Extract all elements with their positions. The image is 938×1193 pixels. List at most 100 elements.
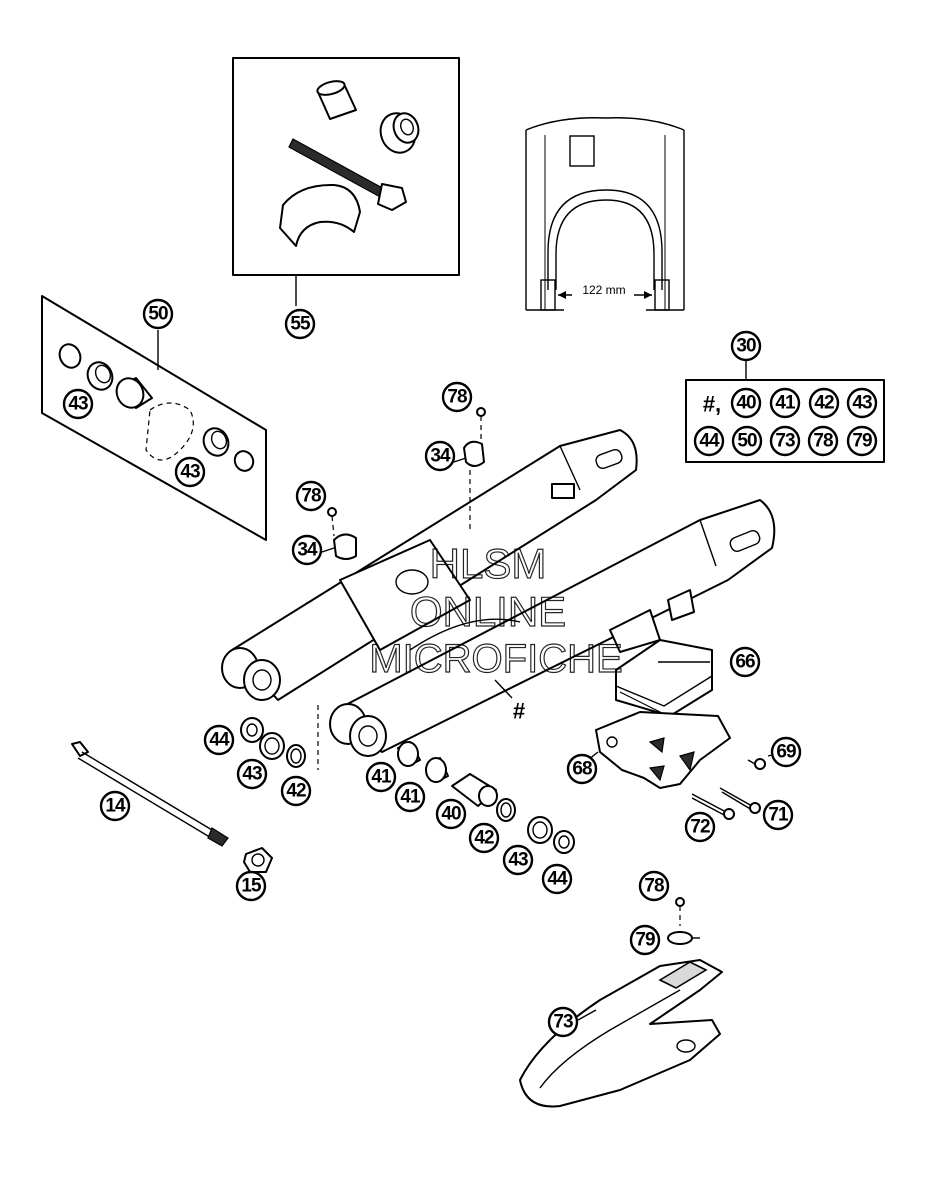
hash-marker: # bbox=[513, 699, 525, 724]
callout-78-lower[interactable]: 78 bbox=[638, 870, 670, 902]
svg-text:41: 41 bbox=[400, 787, 421, 808]
svg-text:42: 42 bbox=[814, 393, 834, 414]
callout-79[interactable]: 79 bbox=[629, 924, 661, 956]
svg-text:78: 78 bbox=[813, 431, 833, 452]
svg-text:79: 79 bbox=[635, 930, 655, 951]
callout-43-box-lower[interactable]: 43 bbox=[174, 456, 206, 488]
chain-slider bbox=[519, 897, 723, 1108]
callout-44-right[interactable]: 44 bbox=[541, 863, 573, 895]
svg-text:72: 72 bbox=[690, 817, 710, 838]
kit-item-50: 50 bbox=[731, 425, 763, 457]
kit-item-42: 42 bbox=[808, 387, 840, 419]
kit-item-44: 44 bbox=[693, 425, 725, 457]
svg-text:69: 69 bbox=[776, 742, 796, 763]
callout-42-left[interactable]: 42 bbox=[280, 775, 312, 807]
axle-nut bbox=[243, 847, 273, 873]
kit-item-79: 79 bbox=[846, 425, 878, 457]
callout-72[interactable]: 72 bbox=[684, 811, 716, 843]
callout-14[interactable]: 14 bbox=[99, 790, 131, 822]
callout-34-lower[interactable]: 34 bbox=[291, 534, 323, 566]
svg-text:73: 73 bbox=[775, 431, 795, 452]
svg-text:43: 43 bbox=[242, 764, 262, 785]
callout-55[interactable]: 55 bbox=[284, 308, 316, 340]
swingarm: # bbox=[221, 429, 776, 770]
svg-text:14: 14 bbox=[105, 796, 126, 817]
callout-68[interactable]: 68 bbox=[566, 753, 598, 785]
callout-66[interactable]: 66 bbox=[729, 646, 761, 678]
svg-text:78: 78 bbox=[644, 876, 664, 897]
bolt-72 bbox=[691, 793, 735, 820]
svg-text:44: 44 bbox=[699, 431, 720, 452]
callout-15[interactable]: 15 bbox=[235, 870, 267, 902]
svg-text:40: 40 bbox=[441, 804, 461, 825]
pivot-axle bbox=[71, 741, 229, 847]
clamp-lower bbox=[327, 507, 357, 560]
callout-40[interactable]: 40 bbox=[435, 798, 467, 830]
right-bearing-stack bbox=[397, 741, 575, 854]
bolt-71 bbox=[719, 787, 761, 814]
kit-30-number: 30 bbox=[730, 330, 762, 362]
callout-43-box-upper[interactable]: 43 bbox=[62, 388, 94, 420]
callout-44-left[interactable]: 44 bbox=[203, 724, 235, 756]
kit-item-78: 78 bbox=[807, 425, 839, 457]
inset-box-50 bbox=[41, 295, 267, 541]
watermark-line-3: MICROFICHE bbox=[369, 637, 622, 681]
kit-item-40: 40 bbox=[730, 387, 762, 419]
callout-43-right[interactable]: 43 bbox=[502, 844, 534, 876]
callout-42-right[interactable]: 42 bbox=[468, 822, 500, 854]
bearing-icon bbox=[379, 112, 420, 154]
svg-text:43: 43 bbox=[180, 462, 200, 483]
watermark-line-1: HLSM bbox=[430, 540, 547, 587]
callout-50[interactable]: 50 bbox=[142, 298, 174, 330]
callout-73[interactable]: 73 bbox=[547, 1006, 579, 1038]
svg-text:73: 73 bbox=[553, 1012, 573, 1033]
callout-41-upper[interactable]: 41 bbox=[365, 761, 397, 793]
part-callouts: 55 50 43 43 78 34 78 34 66 69 68 71 72 4… bbox=[62, 298, 802, 1038]
svg-text:30: 30 bbox=[736, 336, 756, 357]
svg-text:44: 44 bbox=[209, 730, 230, 751]
bolt-icon bbox=[288, 138, 407, 211]
chain-guide-bracket bbox=[595, 711, 731, 789]
inset-box-55 bbox=[232, 57, 460, 306]
svg-text:50: 50 bbox=[148, 304, 168, 325]
callout-43-left[interactable]: 43 bbox=[236, 758, 268, 790]
bearing-set-icon bbox=[58, 343, 255, 472]
chain-slider-pad bbox=[615, 639, 713, 717]
watermark-line-2: ONLINE bbox=[410, 588, 566, 635]
callout-78-upper[interactable]: 78 bbox=[441, 381, 473, 413]
svg-text:15: 15 bbox=[241, 876, 262, 897]
callout-41-lower[interactable]: 41 bbox=[394, 781, 426, 813]
callout-71[interactable]: 71 bbox=[762, 799, 794, 831]
svg-text:41: 41 bbox=[371, 767, 392, 788]
bushing-icon bbox=[316, 80, 357, 120]
svg-text:43: 43 bbox=[852, 393, 872, 414]
svg-text:34: 34 bbox=[297, 540, 318, 561]
kit-30-legend: #, 30 40 41 42 43 44 50 73 78 79 bbox=[685, 330, 885, 463]
kit-item-73: 73 bbox=[769, 425, 801, 457]
callout-69[interactable]: 69 bbox=[770, 736, 802, 768]
svg-text:41: 41 bbox=[775, 393, 796, 414]
svg-text:43: 43 bbox=[68, 394, 88, 415]
kit-item-41: 41 bbox=[769, 387, 801, 419]
kit-item-43: 43 bbox=[846, 387, 878, 419]
svg-text:78: 78 bbox=[301, 486, 321, 507]
svg-text:68: 68 bbox=[572, 759, 592, 780]
screw-69 bbox=[747, 758, 766, 770]
svg-text:55: 55 bbox=[290, 314, 311, 335]
svg-text:44: 44 bbox=[547, 869, 568, 890]
left-bearing-stack bbox=[240, 717, 306, 768]
svg-text:40: 40 bbox=[736, 393, 756, 414]
svg-text:42: 42 bbox=[286, 781, 306, 802]
svg-text:43: 43 bbox=[508, 850, 528, 871]
half-shell-icon bbox=[279, 183, 361, 247]
svg-text:50: 50 bbox=[737, 431, 757, 452]
svg-text:34: 34 bbox=[430, 446, 451, 467]
dimension-label: 122 mm bbox=[582, 283, 625, 297]
callout-78-middle[interactable]: 78 bbox=[295, 480, 327, 512]
svg-text:79: 79 bbox=[852, 431, 872, 452]
callout-34-upper[interactable]: 34 bbox=[424, 440, 456, 472]
dimension-detail: 122 mm bbox=[525, 117, 685, 311]
svg-text:42: 42 bbox=[474, 828, 494, 849]
